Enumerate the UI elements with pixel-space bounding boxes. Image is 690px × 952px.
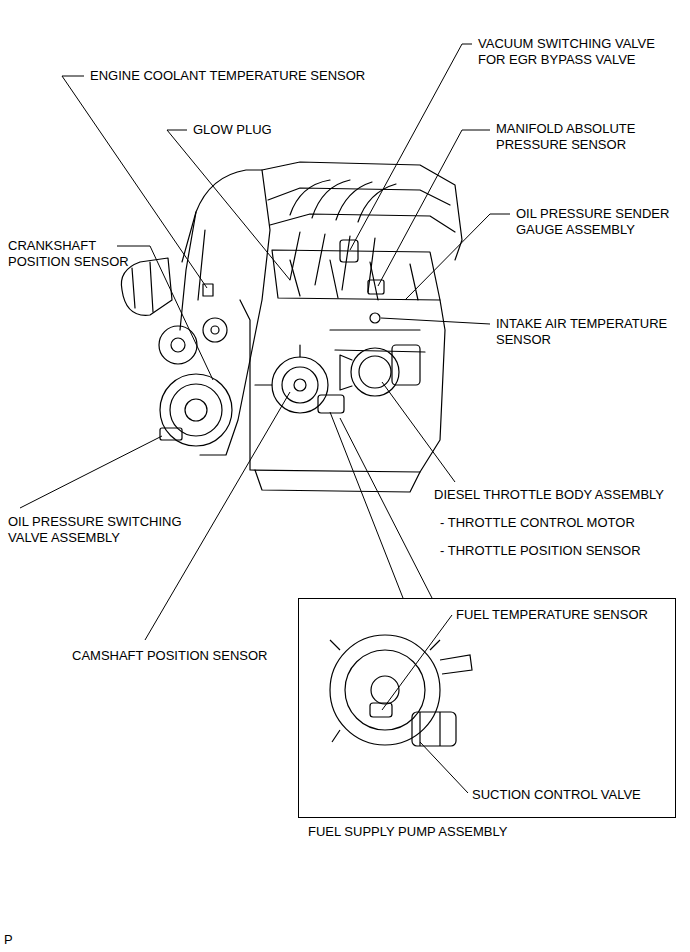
part-label: OIL PRESSURE SWITCHING VALVE ASSEMBLY — [8, 514, 208, 546]
part-label: GLOW PLUG — [193, 122, 343, 138]
part-label: OIL PRESSURE SENDER GAUGE ASSEMBLY — [516, 206, 682, 238]
page-marker: P — [4, 932, 24, 948]
part-label: SUCTION CONTROL VALVE — [472, 787, 641, 803]
part-label: INTAKE AIR TEMPERATURE SENSOR — [496, 316, 686, 348]
part-label: CAMSHAFT POSITION SENSOR — [72, 648, 312, 664]
inset-frame — [298, 598, 676, 818]
part-label: ENGINE COOLANT TEMPERATURE SENSOR — [90, 68, 390, 84]
part-label: - THROTTLE POSITION SENSOR — [440, 543, 680, 559]
part-label: MANIFOLD ABSOLUTE PRESSURE SENSOR — [496, 121, 664, 153]
part-label: VACUUM SWITCHING VALVE FOR EGR BYPASS VA… — [478, 36, 678, 68]
inset-heading: FUEL SUPPLY PUMP ASSEMBLY — [308, 824, 507, 840]
part-label: FUEL TEMPERATURE SENSOR — [456, 607, 648, 623]
part-label: DIESEL THROTTLE BODY ASSEMBLY — [434, 487, 686, 503]
part-label: - THROTTLE CONTROL MOTOR — [440, 515, 680, 531]
inset-box: FUEL SUPPLY PUMP ASSEMBLY FUEL TEMPERATUR… — [298, 598, 676, 848]
part-label: CRANKSHAFT POSITION SENSOR — [8, 238, 150, 270]
